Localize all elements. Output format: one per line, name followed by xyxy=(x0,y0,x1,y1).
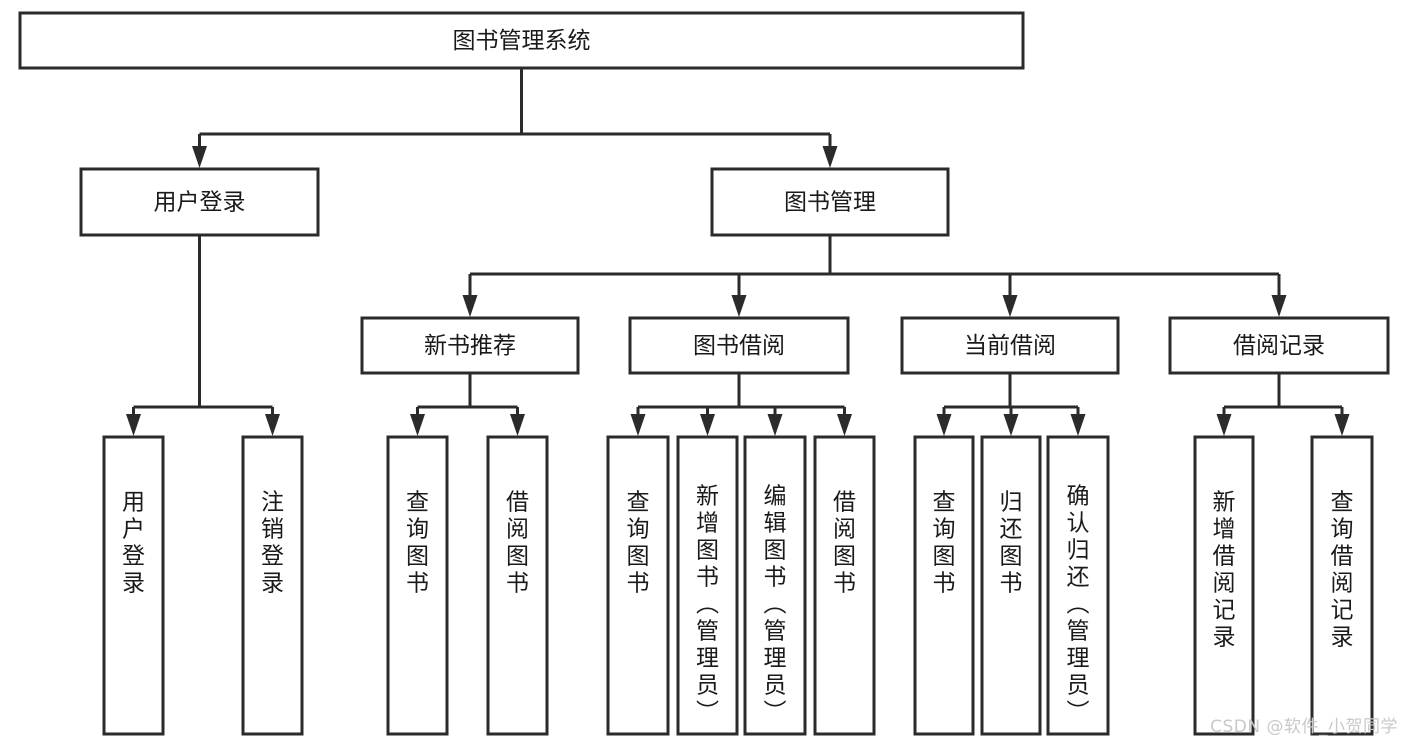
edge-root-bookmgmt-arrowhead-icon xyxy=(822,146,838,168)
node-box-newbook[interactable] xyxy=(360,316,580,375)
node-label-leaf-querybook1: 查询图书 xyxy=(406,489,429,596)
connector-group-login xyxy=(126,235,280,436)
node-leaf-editbook[interactable]: 编辑图书︵管理员︶ xyxy=(743,435,807,736)
connector-group-current xyxy=(936,373,1086,436)
node-box-leaf-editbook[interactable] xyxy=(743,435,807,736)
node-leaf-confirm[interactable]: 确认归还︵管理员︶ xyxy=(1046,435,1110,736)
node-label-bookmgmt: 图书管理 xyxy=(784,190,876,216)
node-box-leaf-borrowbook1[interactable] xyxy=(486,435,549,736)
node-label-leaf-borrowbook2: 借阅图书 xyxy=(833,489,856,596)
node-box-leaf-returnbook[interactable] xyxy=(980,435,1042,736)
node-label-leaf-queryrec: 查询借阅记录 xyxy=(1331,489,1354,650)
node-box-root[interactable] xyxy=(18,11,1025,70)
edge-bookmgmt-newbook-arrowhead-icon xyxy=(462,295,478,317)
node-label-login: 用户登录 xyxy=(154,190,246,216)
node-label-records: 借阅记录 xyxy=(1233,333,1325,359)
node-leaf-logout[interactable]: 注销登录 xyxy=(241,435,304,736)
connector-group-newbook xyxy=(410,373,525,436)
node-label-leaf-borrowbook1: 借阅图书 xyxy=(506,489,529,596)
node-label-newbook: 新书推荐 xyxy=(424,333,516,359)
node-label-leaf-logout: 注销登录 xyxy=(261,489,284,596)
node-label-root: 图书管理系统 xyxy=(453,28,591,54)
node-label-leaf-editbook: 编辑图书︵管理员︶ xyxy=(764,483,787,725)
node-leaf-borrowbook1[interactable]: 借阅图书 xyxy=(486,435,549,736)
edge-records-query-arrowhead-icon xyxy=(1334,414,1350,436)
node-login[interactable]: 用户登录 xyxy=(79,167,320,237)
edge-bookmgmt-borrow-arrowhead-icon xyxy=(731,295,747,317)
node-label-leaf-login: 用户登录 xyxy=(122,489,145,596)
node-box-leaf-login[interactable] xyxy=(102,435,165,736)
connector-group-borrow xyxy=(630,373,852,436)
node-box-bookmgmt[interactable] xyxy=(710,167,950,237)
node-label-leaf-returnbook: 归还图书 xyxy=(1000,489,1023,596)
node-box-leaf-querybook3[interactable] xyxy=(913,435,975,736)
node-label-leaf-querybook3: 查询图书 xyxy=(933,489,956,596)
edge-borrow-borrow-arrowhead-icon xyxy=(837,414,852,436)
node-box-login[interactable] xyxy=(79,167,320,237)
edge-login-leaflogout-arrowhead-icon xyxy=(265,414,280,436)
edge-newbook-borrow-arrowhead-icon xyxy=(510,414,525,436)
node-leaf-queryrec[interactable]: 查询借阅记录 xyxy=(1310,435,1374,736)
connector-layer xyxy=(126,68,1350,436)
node-label-leaf-querybook2: 查询图书 xyxy=(627,489,650,596)
node-leaf-returnbook[interactable]: 归还图书 xyxy=(980,435,1042,736)
node-box-current[interactable] xyxy=(900,316,1120,375)
node-leaf-borrowbook2[interactable]: 借阅图书 xyxy=(813,435,876,736)
edge-borrow-add-arrowhead-icon xyxy=(700,414,715,436)
node-box-leaf-borrowbook2[interactable] xyxy=(813,435,876,736)
node-box-records[interactable] xyxy=(1168,316,1390,375)
node-root[interactable]: 图书管理系统 xyxy=(18,11,1025,70)
edge-login-leaflogin-arrowhead-icon xyxy=(126,414,141,436)
connector-group-bookmgmt xyxy=(462,235,1287,317)
node-box-leaf-addrec[interactable] xyxy=(1193,435,1255,736)
node-box-leaf-queryrec[interactable] xyxy=(1310,435,1374,736)
node-box-leaf-confirm[interactable] xyxy=(1046,435,1110,736)
node-label-current: 当前借阅 xyxy=(964,333,1056,359)
connector-group-root xyxy=(192,68,838,168)
node-label-leaf-addrec: 新增借阅记录 xyxy=(1213,489,1236,650)
node-box-leaf-logout[interactable] xyxy=(241,435,304,736)
node-box-leaf-addbook[interactable] xyxy=(676,435,739,736)
edge-bookmgmt-current-arrowhead-icon xyxy=(1002,295,1018,317)
node-leaf-addrec[interactable]: 新增借阅记录 xyxy=(1193,435,1255,736)
edge-current-confirm-arrowhead-icon xyxy=(1070,414,1086,436)
node-newbook[interactable]: 新书推荐 xyxy=(360,316,580,375)
edge-borrow-edit-arrowhead-icon xyxy=(767,414,783,436)
edge-current-return-arrowhead-icon xyxy=(1003,414,1019,436)
node-borrow[interactable]: 图书借阅 xyxy=(628,316,850,375)
csdn-watermark: CSDN @软件_小贺同学 xyxy=(1210,717,1398,737)
node-box-borrow[interactable] xyxy=(628,316,850,375)
node-box-leaf-querybook1[interactable] xyxy=(386,435,449,736)
node-label-leaf-confirm: 确认归还︵管理员︶ xyxy=(1067,483,1090,725)
node-leaf-querybook2[interactable]: 查询图书 xyxy=(606,435,670,736)
node-records[interactable]: 借阅记录 xyxy=(1168,316,1390,375)
node-layer: 图书管理系统用户登录图书管理新书推荐图书借阅当前借阅借阅记录用户登录注销登录查询… xyxy=(18,11,1390,736)
node-label-leaf-addbook: 新增图书︵管理员︶ xyxy=(696,483,719,725)
node-leaf-querybook1[interactable]: 查询图书 xyxy=(386,435,449,736)
node-box-leaf-querybook2[interactable] xyxy=(606,435,670,736)
node-leaf-querybook3[interactable]: 查询图书 xyxy=(913,435,975,736)
edge-records-add-arrowhead-icon xyxy=(1216,414,1232,436)
edge-root-login-arrowhead-icon xyxy=(192,146,207,168)
edge-current-query-arrowhead-icon xyxy=(936,414,952,436)
node-leaf-addbook[interactable]: 新增图书︵管理员︶ xyxy=(676,435,739,736)
node-label-borrow: 图书借阅 xyxy=(693,333,785,359)
connector-group-records xyxy=(1216,373,1350,436)
edge-newbook-query-arrowhead-icon xyxy=(410,414,425,436)
edge-borrow-query-arrowhead-icon xyxy=(630,414,646,436)
node-bookmgmt[interactable]: 图书管理 xyxy=(710,167,950,237)
node-leaf-login[interactable]: 用户登录 xyxy=(102,435,165,736)
node-current[interactable]: 当前借阅 xyxy=(900,316,1120,375)
edge-bookmgmt-records-arrowhead-icon xyxy=(1271,295,1287,317)
